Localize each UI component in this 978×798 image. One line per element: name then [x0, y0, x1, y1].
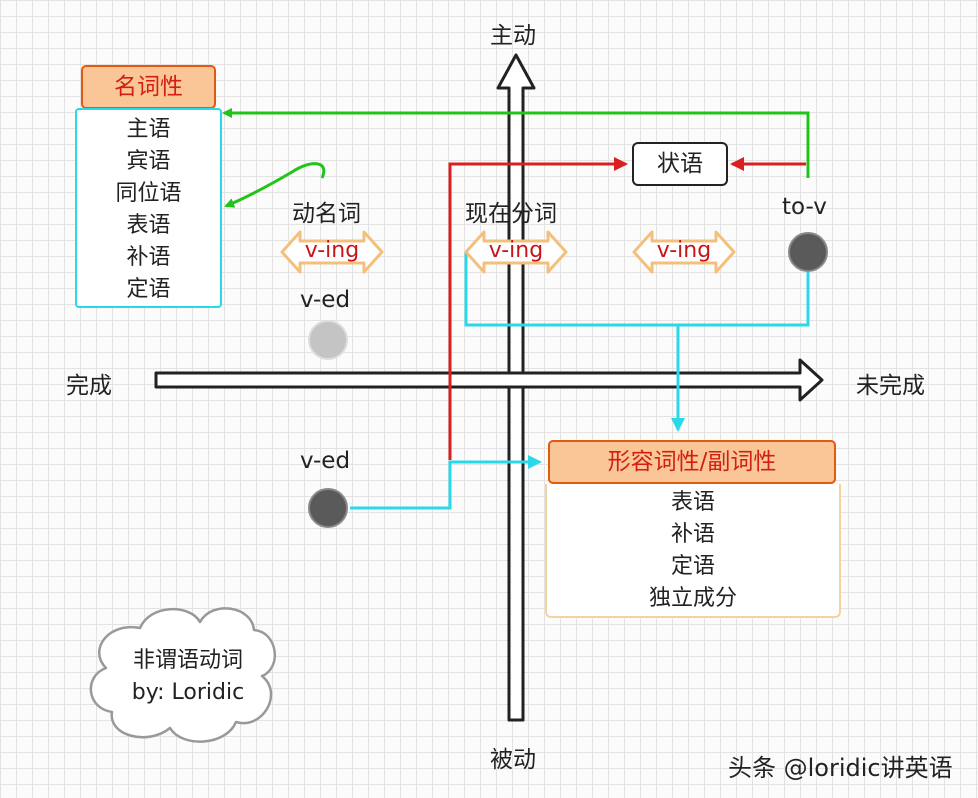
green-connector-to-v [222, 108, 810, 178]
noun-item: 同位语 [115, 181, 182, 206]
ving-label-3: v-ing [656, 238, 712, 263]
ving-label-2: v-ing [488, 238, 544, 263]
cloud-text: 非谓语动词 by: Loridic [108, 645, 268, 709]
adverbial-box: 状语 [632, 142, 728, 186]
ved-upper-label: v-ed [300, 287, 351, 313]
to-v-label: to-v [782, 194, 827, 220]
green-curve-arrow [224, 162, 326, 208]
axis-label-left: 完成 [66, 373, 112, 399]
noun-item: 定语 [126, 277, 171, 302]
adj-item: 定语 [670, 554, 715, 579]
cyan-connector-ved [350, 455, 542, 510]
ving-arrow-1 [280, 230, 384, 274]
horizontal-axis-arrow [154, 358, 824, 402]
noun-item: 表语 [126, 213, 171, 238]
adj-item: 独立成分 [648, 586, 737, 611]
axis-label-bottom: 被动 [490, 747, 536, 773]
adj-group-title: 形容词性/副词性 [548, 440, 836, 484]
adj-group-list: 表语 补语 定语 独立成分 [545, 484, 841, 618]
ved-upper-dot [308, 320, 348, 360]
axis-label-top: 主动 [490, 23, 536, 49]
present-participle-label: 现在分词 [465, 201, 557, 227]
cloud-author: by: Loridic [131, 680, 245, 705]
cyan-connector-top [464, 252, 810, 327]
ved-lower-dot [308, 488, 348, 528]
red-connector-ved [448, 157, 628, 460]
ving-label-1: v-ing [304, 238, 360, 263]
cloud-title: 非谓语动词 [132, 648, 243, 673]
adj-item: 补语 [670, 522, 715, 547]
cloud-shape [89, 607, 276, 743]
gerund-label: 动名词 [292, 201, 361, 227]
noun-item: 补语 [126, 245, 171, 270]
noun-item: 宾语 [126, 149, 171, 174]
ving-arrow-3 [632, 230, 736, 274]
axis-label-right: 未完成 [856, 373, 925, 399]
noun-group-list: 主语 宾语 同位语 表语 补语 定语 [75, 108, 222, 308]
ved-lower-label: v-ed [300, 448, 351, 474]
to-v-dot [788, 232, 828, 272]
noun-item: 主语 [126, 117, 171, 142]
watermark: 头条 @loridic讲英语 [728, 754, 953, 782]
ving-arrow-2 [464, 230, 568, 274]
adj-item: 表语 [670, 490, 715, 515]
noun-group-title: 名词性 [81, 65, 216, 109]
